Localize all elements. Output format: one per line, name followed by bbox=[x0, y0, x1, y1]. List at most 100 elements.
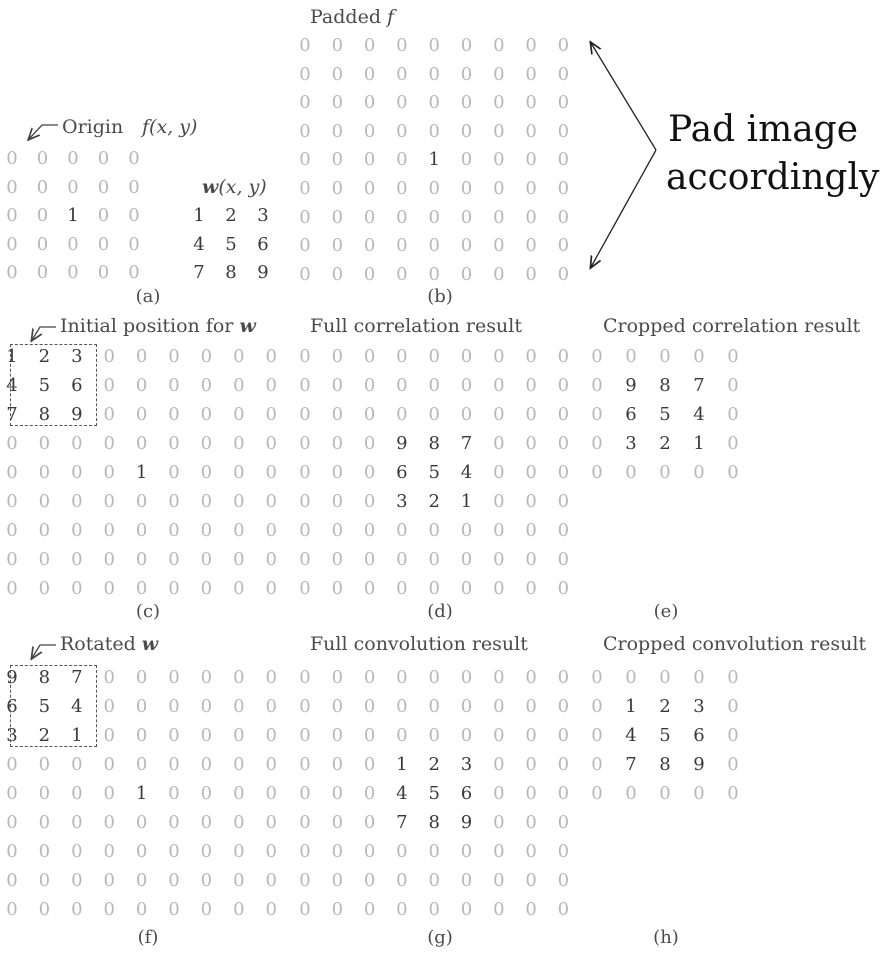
grid-c-cell: 0 bbox=[71, 549, 83, 570]
grid-c-cell: 0 bbox=[200, 491, 213, 512]
grid-b-cell: 0 bbox=[396, 63, 408, 85]
grid-a-cell: 0 bbox=[97, 148, 110, 169]
grid-d-cell: 0 bbox=[493, 491, 505, 512]
rotated-pointer-arrow bbox=[32, 644, 56, 658]
grid-d-cell: 0 bbox=[557, 520, 570, 541]
caption-a: (a) bbox=[135, 286, 161, 307]
grid-e-cell: 2 bbox=[659, 433, 671, 454]
grid-f-cell: 0 bbox=[168, 667, 180, 688]
grid-d-cell: 0 bbox=[396, 346, 408, 367]
grid-d-cell: 8 bbox=[428, 433, 440, 454]
grid-g-cell: 5 bbox=[428, 783, 440, 804]
grid-f-cell: 0 bbox=[265, 783, 277, 804]
grid-c-cell: 0 bbox=[200, 375, 213, 396]
grid-a-cell: 0 bbox=[128, 176, 140, 198]
grid-f-cell: 0 bbox=[103, 870, 115, 891]
grid-b-cell: 0 bbox=[331, 35, 344, 56]
grid-h-cell: 5 bbox=[659, 725, 671, 746]
grid-b-cell: 0 bbox=[557, 63, 570, 85]
grid-g-cell: 7 bbox=[396, 812, 408, 833]
grid-d-cell: 0 bbox=[363, 375, 376, 396]
grid-h-cell: 1 bbox=[625, 696, 637, 717]
grid-f-cell: 0 bbox=[6, 783, 18, 804]
grid-d-cell: 0 bbox=[299, 404, 311, 425]
grid-g-cell: 0 bbox=[363, 783, 376, 804]
grid-b-cell: 0 bbox=[299, 92, 311, 114]
accordingly-text: accordingly bbox=[666, 157, 880, 198]
grid-g-cell: 0 bbox=[428, 899, 440, 920]
grid-b-cell: 0 bbox=[428, 206, 440, 228]
grid-e-cell: 0 bbox=[727, 462, 739, 483]
grid-g-cell: 0 bbox=[460, 696, 473, 717]
grid-f-cell: 0 bbox=[71, 812, 83, 833]
grid-d-cell: 0 bbox=[557, 578, 570, 599]
grid-a-cell: 0 bbox=[128, 205, 140, 226]
grid-e-cell: 0 bbox=[625, 346, 637, 367]
grid-b-cell: 0 bbox=[331, 120, 344, 142]
grid-g-cell: 0 bbox=[396, 696, 408, 717]
grid-f-cell: 0 bbox=[233, 783, 245, 804]
grid-f-cell: 0 bbox=[135, 870, 148, 891]
grid-b-cell: 0 bbox=[525, 63, 537, 85]
grid-f-cell: 0 bbox=[168, 696, 180, 717]
grid-f-cell: 0 bbox=[38, 841, 51, 862]
grid-c-cell: 0 bbox=[6, 462, 18, 483]
grid-g-cell: 0 bbox=[557, 812, 570, 833]
grid-f-cell: 0 bbox=[135, 696, 148, 717]
grid-f-cell: 0 bbox=[168, 725, 180, 746]
grid-h-cell: 0 bbox=[727, 696, 739, 717]
grid-f-cell: 7 bbox=[71, 667, 83, 688]
grid-d-cell: 0 bbox=[299, 549, 311, 570]
grid-h-cell: 0 bbox=[625, 667, 637, 688]
grid-d-cell: 0 bbox=[331, 549, 344, 570]
grid-g-cell: 0 bbox=[363, 899, 376, 920]
grid-g-cell: 2 bbox=[428, 754, 440, 775]
grid-d-cell: 0 bbox=[363, 404, 376, 425]
grid-c-cell: 4 bbox=[6, 375, 18, 396]
grid-d-cell: 0 bbox=[363, 491, 376, 512]
grid-f-cell: 0 bbox=[6, 899, 18, 920]
grid-b-cell: 0 bbox=[363, 235, 376, 257]
grid-a-cell: 0 bbox=[36, 148, 49, 169]
grid-b-cell: 0 bbox=[331, 92, 344, 114]
grid-c-cell: 0 bbox=[168, 404, 180, 425]
grid-w-cell: 6 bbox=[257, 233, 269, 255]
grid-g-cell: 0 bbox=[493, 667, 505, 688]
grid-c-cell: 0 bbox=[71, 520, 83, 541]
grid-c-cell: 0 bbox=[135, 433, 148, 454]
grid-c-cell: 0 bbox=[38, 462, 51, 483]
grid-g-cell: 0 bbox=[460, 667, 473, 688]
grid-w-cell: 3 bbox=[257, 205, 269, 226]
grid-f-cell: 8 bbox=[38, 667, 51, 688]
grid-g-cell: 0 bbox=[299, 754, 311, 775]
grid-f-cell: 5 bbox=[38, 696, 51, 717]
grid-d-cell: 0 bbox=[557, 433, 570, 454]
grid-g-cell: 0 bbox=[299, 841, 311, 862]
grid-e-cell: 0 bbox=[591, 346, 603, 367]
grid-b-cell: 1 bbox=[428, 149, 440, 171]
grid-b-cell: 0 bbox=[396, 263, 408, 285]
grid-c-cell: 0 bbox=[103, 462, 115, 483]
grid-d-cell: 2 bbox=[428, 491, 440, 512]
grid-c-cell: 0 bbox=[103, 433, 115, 454]
grid-a-cell: 0 bbox=[6, 148, 18, 169]
grid-w-cell: 8 bbox=[225, 262, 237, 283]
grid-d-cell: 0 bbox=[396, 520, 408, 541]
grid-a-cell: 0 bbox=[6, 176, 18, 198]
grid-b-cell: 0 bbox=[363, 35, 376, 56]
grid-c-cell: 1 bbox=[6, 346, 18, 367]
grid-h-cell: 0 bbox=[727, 754, 739, 775]
grid-g-cell: 0 bbox=[557, 899, 570, 920]
grid-g-cell: 0 bbox=[557, 667, 570, 688]
grid-e-cell: 1 bbox=[693, 433, 705, 454]
grid-g-cell: 0 bbox=[525, 841, 537, 862]
grid-h-cell: 0 bbox=[693, 667, 705, 688]
grid-d-cell: 0 bbox=[493, 375, 505, 396]
grid-h-cell: 0 bbox=[659, 667, 671, 688]
grid-f-cell: 0 bbox=[200, 812, 213, 833]
grid-b-cell: 0 bbox=[525, 35, 537, 56]
grid-c-cell: 0 bbox=[6, 433, 18, 454]
pad-arrow-up bbox=[591, 43, 657, 151]
grid-d-cell: 0 bbox=[557, 549, 570, 570]
grid-c-cell: 0 bbox=[265, 346, 277, 367]
